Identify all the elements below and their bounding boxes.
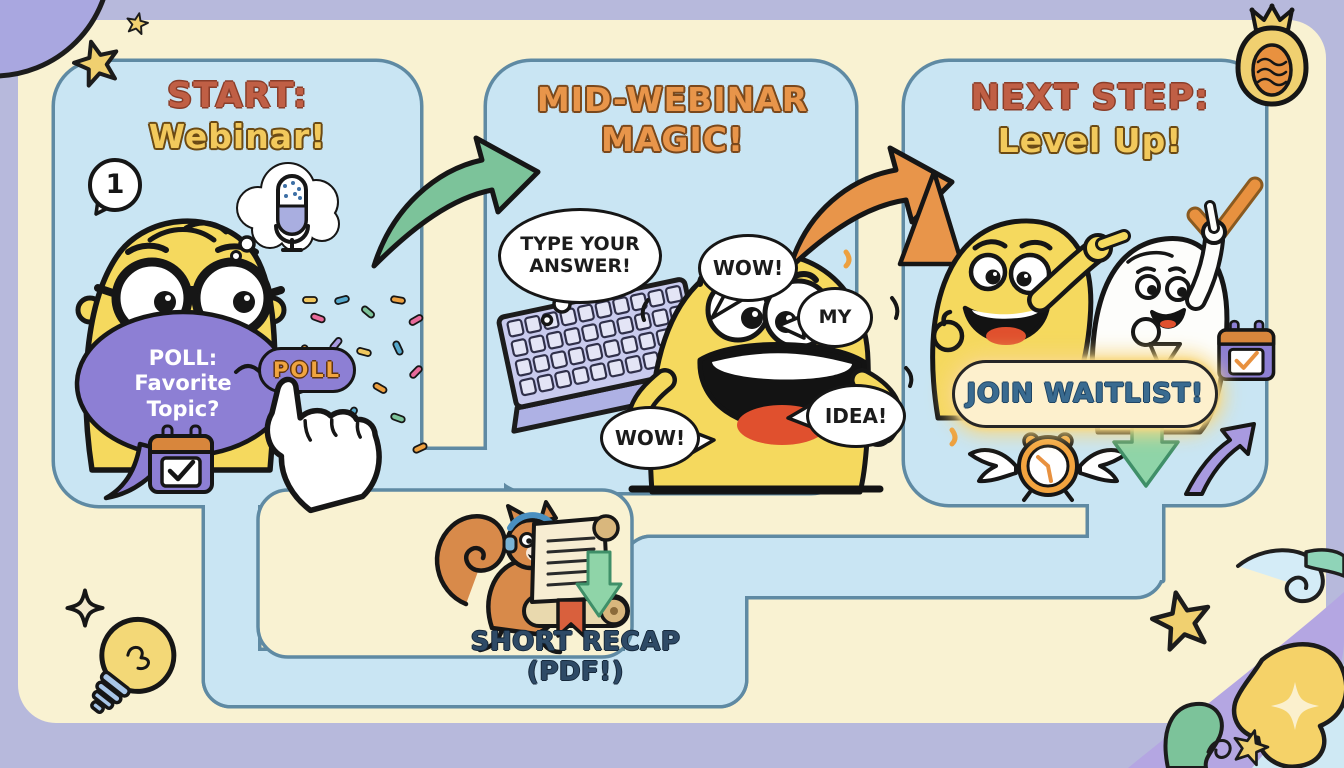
thought-line1: TYPE YOUR	[520, 233, 640, 256]
winged-alarm-clock-icon	[968, 432, 1128, 502]
poll-bubble-line1: POLL:	[148, 345, 218, 370]
wow-bubble-bottom: WOW!	[600, 406, 700, 470]
my-bubble: MY	[797, 287, 873, 348]
triangle-decoration	[897, 169, 965, 267]
lightbulb-icon	[90, 616, 177, 714]
type-answer-thought-bubble: TYPE YOUR ANSWER!	[498, 208, 662, 304]
poll-bubble-line2: Favorite	[134, 371, 232, 396]
scroll-icon	[522, 514, 630, 638]
idea-bubble: IDEA!	[806, 384, 906, 448]
panel3-title-bottom: Level Up!	[997, 121, 1183, 161]
calendar-check-icon	[1217, 319, 1276, 382]
curved-arrow-icon	[787, 145, 955, 271]
sparkle-icon	[65, 588, 105, 628]
recap-caption-line1: SHORT RECAP	[470, 627, 681, 658]
panel3-title-top: NEXT STEP:	[970, 77, 1210, 118]
join-waitlist-button[interactable]: JOIN WAITLIST!	[952, 360, 1218, 428]
step-one-badge: 1	[88, 158, 142, 212]
panel1-title-bottom: Webinar!	[148, 117, 327, 157]
recap-caption-line2: (PDF!)	[526, 657, 625, 687]
purple-circle-decoration	[0, 0, 106, 79]
poll-button[interactable]: POLL	[258, 347, 356, 393]
thought-line2: ANSWER!	[529, 255, 631, 277]
corner-decorations	[1128, 548, 1344, 768]
poll-bubble-line3: Topic?	[146, 396, 220, 421]
panel2-title-top: MID-WEBINAR	[536, 80, 809, 120]
curved-arrow-icon	[371, 135, 541, 269]
wow-bubble-top: WOW!	[698, 234, 798, 302]
panel2-title-bottom: MAGIC!	[600, 120, 744, 160]
down-arrow-icon	[575, 550, 623, 618]
pointer-hand-icon	[264, 376, 382, 514]
crowned-egg-badge-icon	[1235, 3, 1309, 107]
microphone-icon	[274, 174, 310, 252]
panel1-title-top: START:	[167, 75, 308, 116]
recap-caption: SHORT RECAP (PDF!)	[448, 620, 703, 696]
calendar-check-icon	[148, 424, 214, 494]
poll-speech-bubble-text: POLL: Favorite Topic?	[92, 336, 274, 432]
thought-bubble-microphone	[230, 162, 340, 262]
curved-arrow-icon	[1184, 422, 1256, 496]
